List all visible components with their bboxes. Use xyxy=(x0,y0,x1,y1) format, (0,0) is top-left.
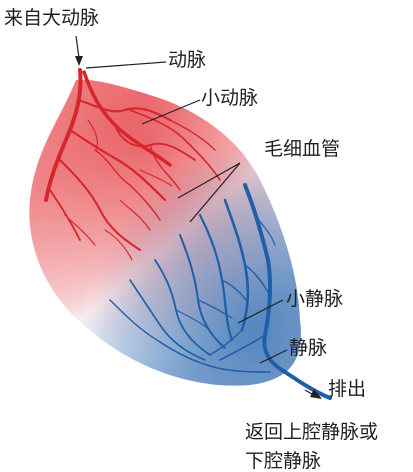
label-exit: 排出 xyxy=(328,378,367,400)
capillary-leader-2 xyxy=(189,162,241,223)
label-return-line-2: 下腔静脉 xyxy=(245,450,322,472)
source-arrow-shaft xyxy=(75,35,80,59)
venule-leader xyxy=(237,299,284,324)
venous-vessels xyxy=(109,183,332,400)
exit-arrow-head xyxy=(310,389,322,399)
label-artery: 动脉 xyxy=(168,49,207,71)
vein-leader xyxy=(259,349,288,364)
pointer-lines xyxy=(75,35,322,399)
label-arteriole: 小动脉 xyxy=(201,87,259,109)
label-vein: 静脉 xyxy=(289,337,328,359)
label-venule: 小静脉 xyxy=(286,288,344,310)
arteriole-leader xyxy=(141,99,201,125)
label-return-line-1: 返回上腔静脉或 xyxy=(245,421,379,443)
exit-arrow-shaft xyxy=(304,389,313,395)
source-arrow-head xyxy=(75,56,83,66)
arterial-vessels xyxy=(44,68,221,261)
label-capillary: 毛细血管 xyxy=(264,138,341,160)
capillary-leader-1 xyxy=(177,162,241,199)
artery-leader xyxy=(85,61,167,69)
label-from-aorta: 来自大动脉 xyxy=(4,7,100,29)
